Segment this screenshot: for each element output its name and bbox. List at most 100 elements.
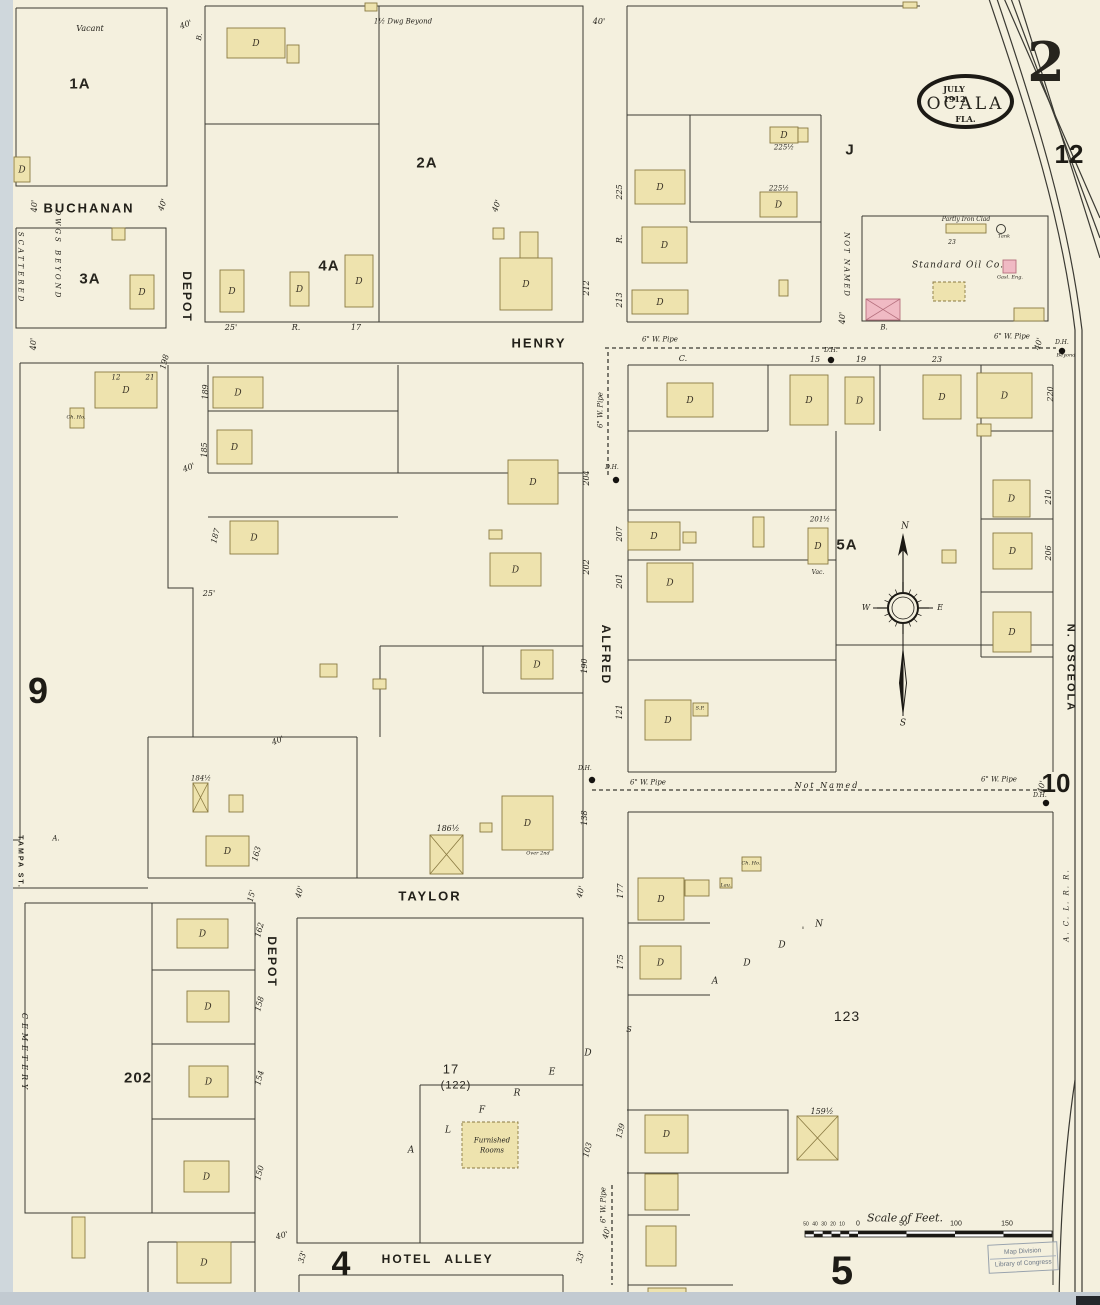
map-annotation: Furnished <box>473 1136 511 1145</box>
building <box>520 649 554 680</box>
map-annotation: Ch. Ho. <box>66 414 86 421</box>
map-annotation: D <box>778 940 786 951</box>
block-label-5a: 5A <box>836 536 858 554</box>
building-label: D <box>1000 392 1008 402</box>
map-annotation: Rooms <box>480 1146 504 1155</box>
compass-part <box>908 589 911 594</box>
hydrant-marker <box>827 356 835 364</box>
building-label: D <box>230 443 238 453</box>
scale-tick-label: 20 <box>830 1221 836 1228</box>
building <box>488 529 503 540</box>
compass-part <box>895 622 898 627</box>
map-annotation: 138 <box>580 810 589 826</box>
hydrant-marker <box>588 776 596 784</box>
building-label: D <box>655 298 663 308</box>
building <box>205 835 250 867</box>
compass-west-label: W <box>861 603 871 612</box>
compass-part <box>914 593 918 597</box>
scan-edge-corner <box>1076 1296 1100 1305</box>
map-annotation: 185 <box>200 442 209 458</box>
map-annotation: Beyond <box>1056 352 1076 359</box>
building <box>789 374 829 426</box>
map-annotation: B. <box>194 32 205 42</box>
railroad-track <box>988 0 1076 1305</box>
stamp-date: JULY 1912 <box>943 84 966 104</box>
railroad-track <box>996 0 1083 1305</box>
compass-rose <box>873 533 933 716</box>
map-annotation: 189 <box>201 384 210 400</box>
map-annotation: 159½ <box>810 1107 834 1116</box>
block-label-2a: 2A <box>416 154 438 172</box>
building-label: D <box>528 478 536 488</box>
block-label-17: 17 <box>442 1061 460 1077</box>
building <box>319 663 338 678</box>
scale-tick-label: 10 <box>839 1221 845 1228</box>
building <box>627 521 681 551</box>
lot-line <box>861 215 1049 322</box>
map-annotation: 6" W. Pipe <box>981 775 1017 784</box>
map-annotation: D.H. <box>605 464 619 471</box>
map-annotation: 204 <box>582 470 591 486</box>
building <box>183 1160 230 1193</box>
map-annotation: 175 <box>616 954 625 970</box>
building-label: D <box>663 716 671 726</box>
building <box>186 990 230 1023</box>
map-annotation: 21 <box>145 373 155 382</box>
compass-part <box>884 600 889 603</box>
scale-tick-label: 50 <box>899 1220 907 1228</box>
building <box>639 945 682 980</box>
building <box>945 223 987 234</box>
map-annotation: 210 <box>1044 489 1053 505</box>
building <box>992 611 1032 653</box>
compass-north-label: N <box>901 521 909 532</box>
street-label-cemetery: CEMETERY <box>20 1012 29 1094</box>
building-label: D <box>662 1130 670 1140</box>
building <box>644 699 692 741</box>
scan-edge-bottom <box>0 1292 1100 1305</box>
block-label-4a: 4A <box>318 257 340 275</box>
map-annotation: Standard Oil Co. <box>912 260 1004 271</box>
map-annotation: Over 2nd <box>526 850 550 857</box>
block-label-122: (122) <box>440 1079 472 1092</box>
building <box>479 822 493 833</box>
building-label: D <box>295 285 303 295</box>
building-label: D <box>665 579 673 589</box>
street-label-n-osceola: N. OSCEOLA <box>1064 623 1077 713</box>
building <box>344 254 374 308</box>
building <box>932 281 966 302</box>
building <box>759 191 798 218</box>
building <box>902 1 918 9</box>
building <box>216 429 253 465</box>
building <box>941 549 957 564</box>
building <box>94 371 158 409</box>
building-x-mark <box>192 782 209 813</box>
title-stamp-oval: JULY 1912 OCALA FLA. <box>917 74 1014 129</box>
building <box>1013 307 1045 322</box>
hydrant-marker <box>612 476 620 484</box>
map-annotation: N <box>815 919 823 930</box>
map-annotation: 23 <box>931 355 943 364</box>
map-annotation: 40' <box>838 311 847 325</box>
block-label-j: J <box>845 141 855 159</box>
building <box>992 532 1033 570</box>
block-label-3a: 3A <box>79 270 101 288</box>
lot-line <box>167 365 194 737</box>
lc-stamp-line2: Library of Congress <box>994 1258 1052 1269</box>
map-annotation: F <box>478 1105 486 1116</box>
building <box>644 1114 689 1154</box>
map-annotation: 40' <box>592 17 606 26</box>
map-annotation: Lau. <box>720 882 732 889</box>
block-label-1a: 1A <box>69 75 91 93</box>
map-annotation: 201 <box>615 573 624 589</box>
scale-bar-segment <box>858 1231 907 1234</box>
street-label-not-named: NOT NAMED <box>842 232 851 298</box>
stamp-state: FLA. <box>955 114 976 124</box>
adjacent-sheet-ref-9: 9 <box>27 670 49 711</box>
building <box>976 372 1033 419</box>
scale-tick-label: 150 <box>1001 1220 1013 1228</box>
building-label: D <box>203 1003 211 1013</box>
map-annotation: 177 <box>616 883 625 899</box>
street-label-depot: DEPOT <box>265 936 279 988</box>
building <box>778 279 789 297</box>
building <box>692 702 709 717</box>
